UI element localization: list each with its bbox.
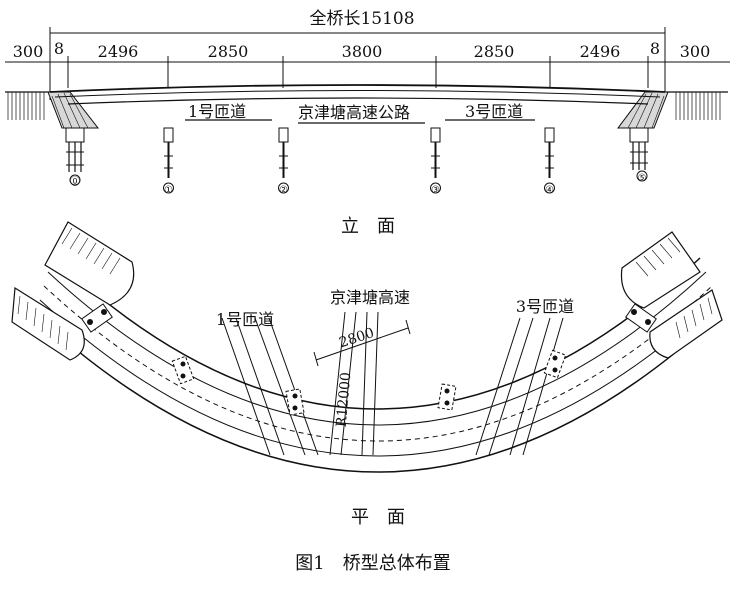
abutment-label-left: ⓪ — [70, 176, 80, 188]
elevation-view: 全桥长15108 300 8 2496 2850 3800 2850 2496 … — [5, 9, 730, 237]
abutment-piles-right: ⑤ — [629, 127, 649, 184]
ramp3-label-elevation: 3号匝道 — [465, 102, 523, 121]
plan-abutment-right — [620, 231, 723, 359]
span-label-6: 2496 — [580, 42, 621, 61]
span-label-4: 3800 — [342, 42, 383, 61]
pier-3: ③ — [430, 127, 441, 196]
ramp3-label-plan: 3号匝道 — [516, 297, 574, 316]
pier-label-1: ① — [164, 185, 173, 196]
plan-pier-1 — [171, 355, 195, 385]
pier-label-3: ③ — [431, 185, 440, 196]
span-label-3: 2850 — [208, 42, 249, 61]
span-label-7: 8 — [650, 39, 660, 58]
abutment-label-right: ⑤ — [638, 173, 647, 184]
ramp3-road-plan — [475, 317, 564, 456]
total-length-dimension: 全桥长15108 — [49, 9, 666, 100]
highway-label-plan: 京津塘高速 — [330, 288, 410, 307]
elevation-caption: 立 面 — [341, 216, 395, 237]
highway-label-elevation: 京津塘高速公路 — [298, 103, 410, 122]
plan-view: 2800 R12000 京津塘高速 1号匝道 3号匝道 平 面 — [11, 221, 723, 528]
span-label-2: 2496 — [98, 42, 139, 61]
abutment-piles-left: ⓪ — [65, 127, 85, 188]
plan-caption: 平 面 — [351, 507, 405, 528]
dimension-2800: 2800 — [313, 319, 411, 367]
plan-pier-4 — [543, 349, 567, 379]
span-label-0: 300 — [13, 42, 44, 61]
ramp1-label-elevation: 1号匝道 — [188, 102, 246, 121]
pier-2: ② — [278, 127, 289, 196]
ramp1-road-plan — [221, 317, 319, 456]
plan-pier-2 — [285, 388, 305, 416]
span-dimension-line: 300 8 2496 2850 3800 2850 2496 8 300 — [5, 39, 730, 88]
curved-deck-plan — [34, 257, 721, 473]
pier-4: ④ — [544, 127, 555, 196]
plan-abutment-left — [11, 221, 135, 361]
span-label-5: 2850 — [474, 42, 515, 61]
pier-1: ① — [163, 127, 174, 196]
span-label-8: 300 — [680, 42, 711, 61]
radius-label: R12000 — [334, 372, 355, 428]
pier-label-4: ④ — [545, 185, 554, 196]
pier-label-2: ② — [279, 185, 288, 196]
abutment-right — [617, 91, 669, 129]
figure-caption: 图1 桥型总体布置 — [295, 553, 450, 574]
total-length-label: 全桥长15108 — [309, 9, 414, 29]
highway-road-plan — [329, 311, 379, 456]
bridge-deck — [49, 84, 666, 105]
ground-right — [660, 91, 728, 120]
plan-pier-3 — [437, 383, 457, 411]
ramp1-label-plan: 1号匝道 — [216, 310, 274, 329]
span-label-1: 8 — [54, 39, 64, 58]
